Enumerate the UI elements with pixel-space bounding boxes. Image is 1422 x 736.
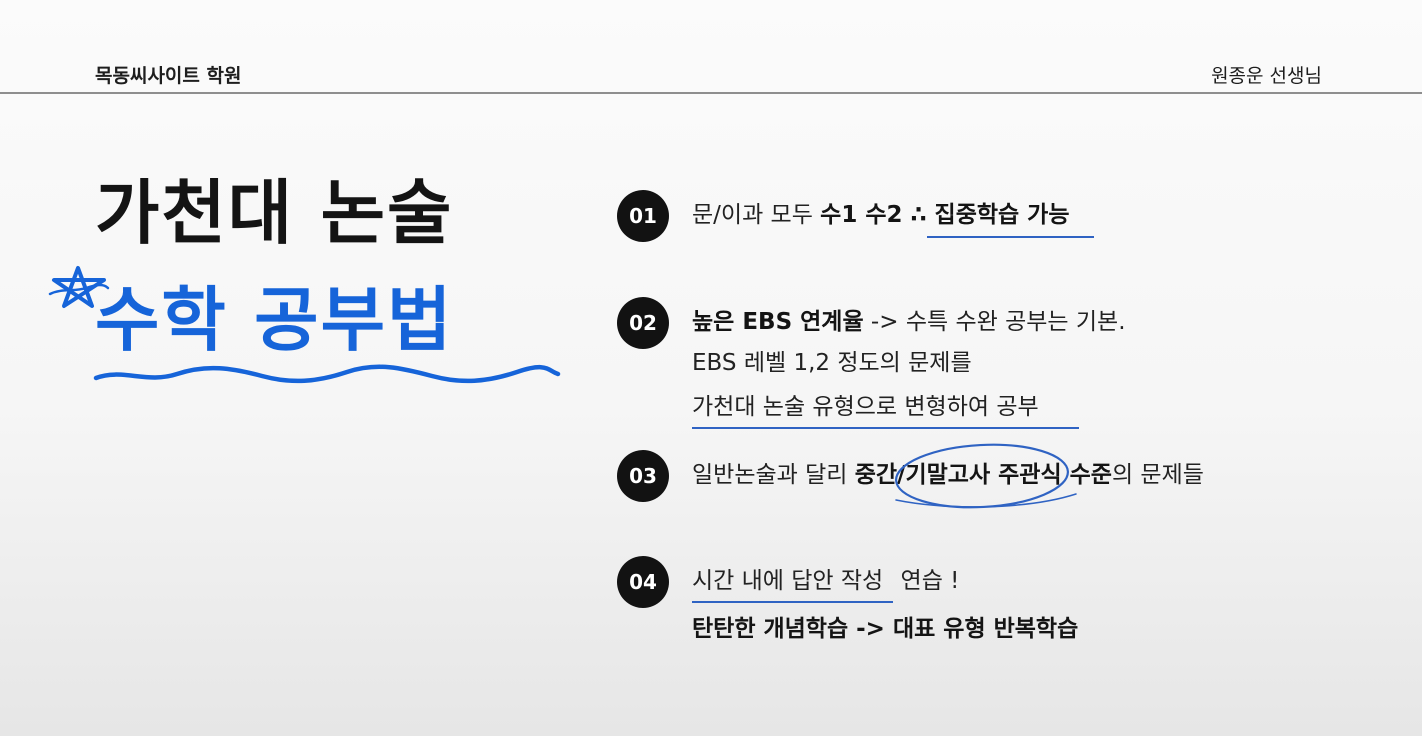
item-01-text-c: 집중학습 가능 [926, 202, 1094, 238]
star-doodle-icon [48, 266, 110, 308]
item-03-text-b: 중간/기말고사 [854, 462, 991, 488]
item-02-line-1: 높은 EBS 연계율 -> 수특 수완 공부는 기본. [692, 311, 1126, 334]
number-badge-04: 04 [617, 556, 669, 608]
item-02-text-a: 높은 EBS 연계율 [692, 309, 864, 335]
item-02-line-3: 가천대 논술 유형으로 변형하여 공부 [692, 394, 1079, 429]
brand-name: 목동씨사이트 학원 [95, 65, 242, 87]
page-title-line2: 수학 공부법 [95, 279, 454, 361]
item-03-text-c: 주관식 수준 [990, 462, 1112, 488]
item-03-text-a: 일반논술과 달리 [692, 462, 855, 488]
highlight-ellipse [895, 443, 1077, 509]
item-04-line-2: 탄탄한 개념학습 -> 대표 유형 반복학습 [692, 616, 1079, 642]
teacher-name: 원종운 선생님 [1211, 65, 1322, 87]
item-01-text-b: 수1 수2 ∴ [820, 202, 935, 228]
item-02-line-2: EBS 레벨 1,2 정도의 문제를 [692, 350, 972, 376]
item-03-text-d: 의 문제들 [1111, 462, 1204, 488]
number-badge-01: 01 [617, 190, 669, 242]
item-04-text-a: 시간 내에 답안 작성 [692, 568, 894, 603]
item-04-line-1: 시간 내에 답안 작성 연습 ! [692, 568, 960, 603]
header-bar: 목동씨사이트 학원 원종운 선생님 [0, 0, 1422, 94]
item-03-line-1: 일반논술과 달리 중간/기말고사 주관식 수준의 문제들 [692, 464, 1204, 487]
item-01-text-a: 문/이과 모두 [692, 202, 821, 228]
item-01-line-1: 문/이과 모두 수1 수2 ∴ 집중학습 가능 [692, 202, 1094, 238]
number-badge-03: 03 [617, 450, 669, 502]
item-02-text-c: 가천대 논술 유형으로 변형하여 공부 [692, 394, 1079, 429]
page-title-line1: 가천대 논술 [95, 172, 454, 254]
item-02-text-b: -> 수특 수완 공부는 기본. [863, 309, 1126, 335]
number-badge-02: 02 [617, 297, 669, 349]
item-04-text-b: 연습 ! [893, 568, 960, 594]
wave-underline [93, 364, 561, 384]
